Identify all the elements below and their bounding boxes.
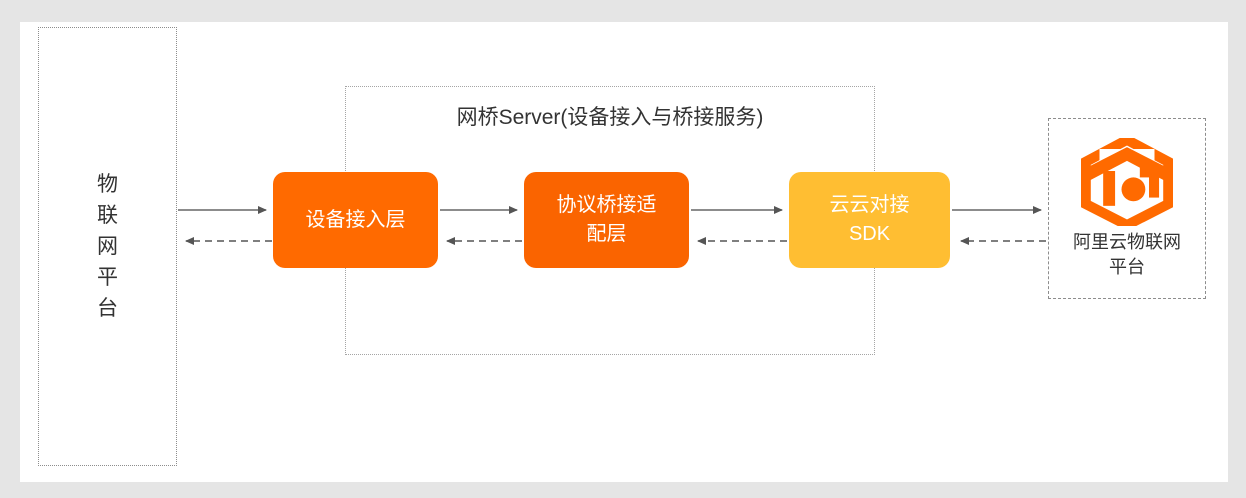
node-cloud-to-cloud-sdk-label: 云云对接 SDK — [829, 194, 910, 245]
node-protocol-bridge-adapter-layer-label: 协议桥接适 配层 — [556, 194, 657, 245]
iot-platform-label: 物 联 网 平 台 — [39, 28, 176, 465]
iot-platform-char-3: 网 — [97, 235, 118, 258]
node-cloud-to-cloud-sdk[interactable]: 云云对接 SDK — [789, 172, 950, 268]
iot-hexagon-icon — [1081, 137, 1173, 226]
iot-platform-char-1: 物 — [97, 173, 118, 196]
iot-platform-box: 物 联 网 平 台 — [38, 27, 177, 466]
iot-platform-char-5: 台 — [97, 297, 118, 320]
bridge-server-title: 网桥Server(设备接入与桥接服务) — [456, 106, 764, 129]
aliyun-iot-platform-box: 阿里云物联网 平台 — [1048, 118, 1206, 299]
iot-platform-char-2: 联 — [97, 204, 118, 227]
node-device-access-layer-label: 设备接入层 — [305, 208, 406, 231]
aliyun-iot-platform-caption: 阿里云物联网 平台 — [1073, 231, 1181, 277]
node-protocol-bridge-adapter-layer[interactable]: 协议桥接适 配层 — [524, 172, 689, 268]
node-device-access-layer[interactable]: 设备接入层 — [273, 172, 438, 268]
iot-platform-char-4: 平 — [97, 266, 118, 289]
